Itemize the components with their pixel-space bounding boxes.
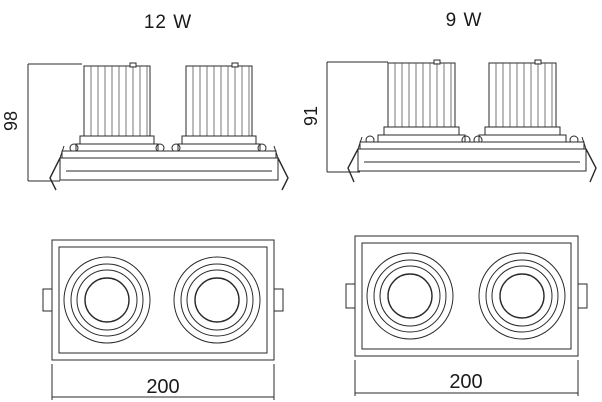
- height-label-9w: 91: [301, 106, 321, 126]
- lens-right-9w: [478, 252, 566, 340]
- side-view-12w: [49, 62, 289, 191]
- plan-view-12w: [42, 239, 284, 361]
- width-dimension-9w: 200: [354, 360, 579, 396]
- height-label-12w: 98: [1, 111, 21, 131]
- lens-left-12w: [63, 256, 151, 344]
- height-dimension-12w: 98: [1, 63, 82, 182]
- width-label-9w: 200: [449, 371, 482, 393]
- lens-left-9w: [366, 252, 454, 340]
- height-dimension-9w: 91: [301, 61, 388, 173]
- width-label-12w: 200: [146, 376, 179, 398]
- variant-9w: 9 W 91: [301, 10, 597, 396]
- power-label-12w: 12 W: [144, 12, 192, 33]
- power-label-9w: 9 W: [446, 10, 483, 31]
- plan-view-9w: [345, 235, 588, 357]
- lens-right-12w: [173, 256, 261, 344]
- width-dimension-12w: 200: [51, 364, 275, 400]
- side-view-9w: [347, 59, 597, 183]
- variant-12w: 12 W 98: [1, 12, 289, 400]
